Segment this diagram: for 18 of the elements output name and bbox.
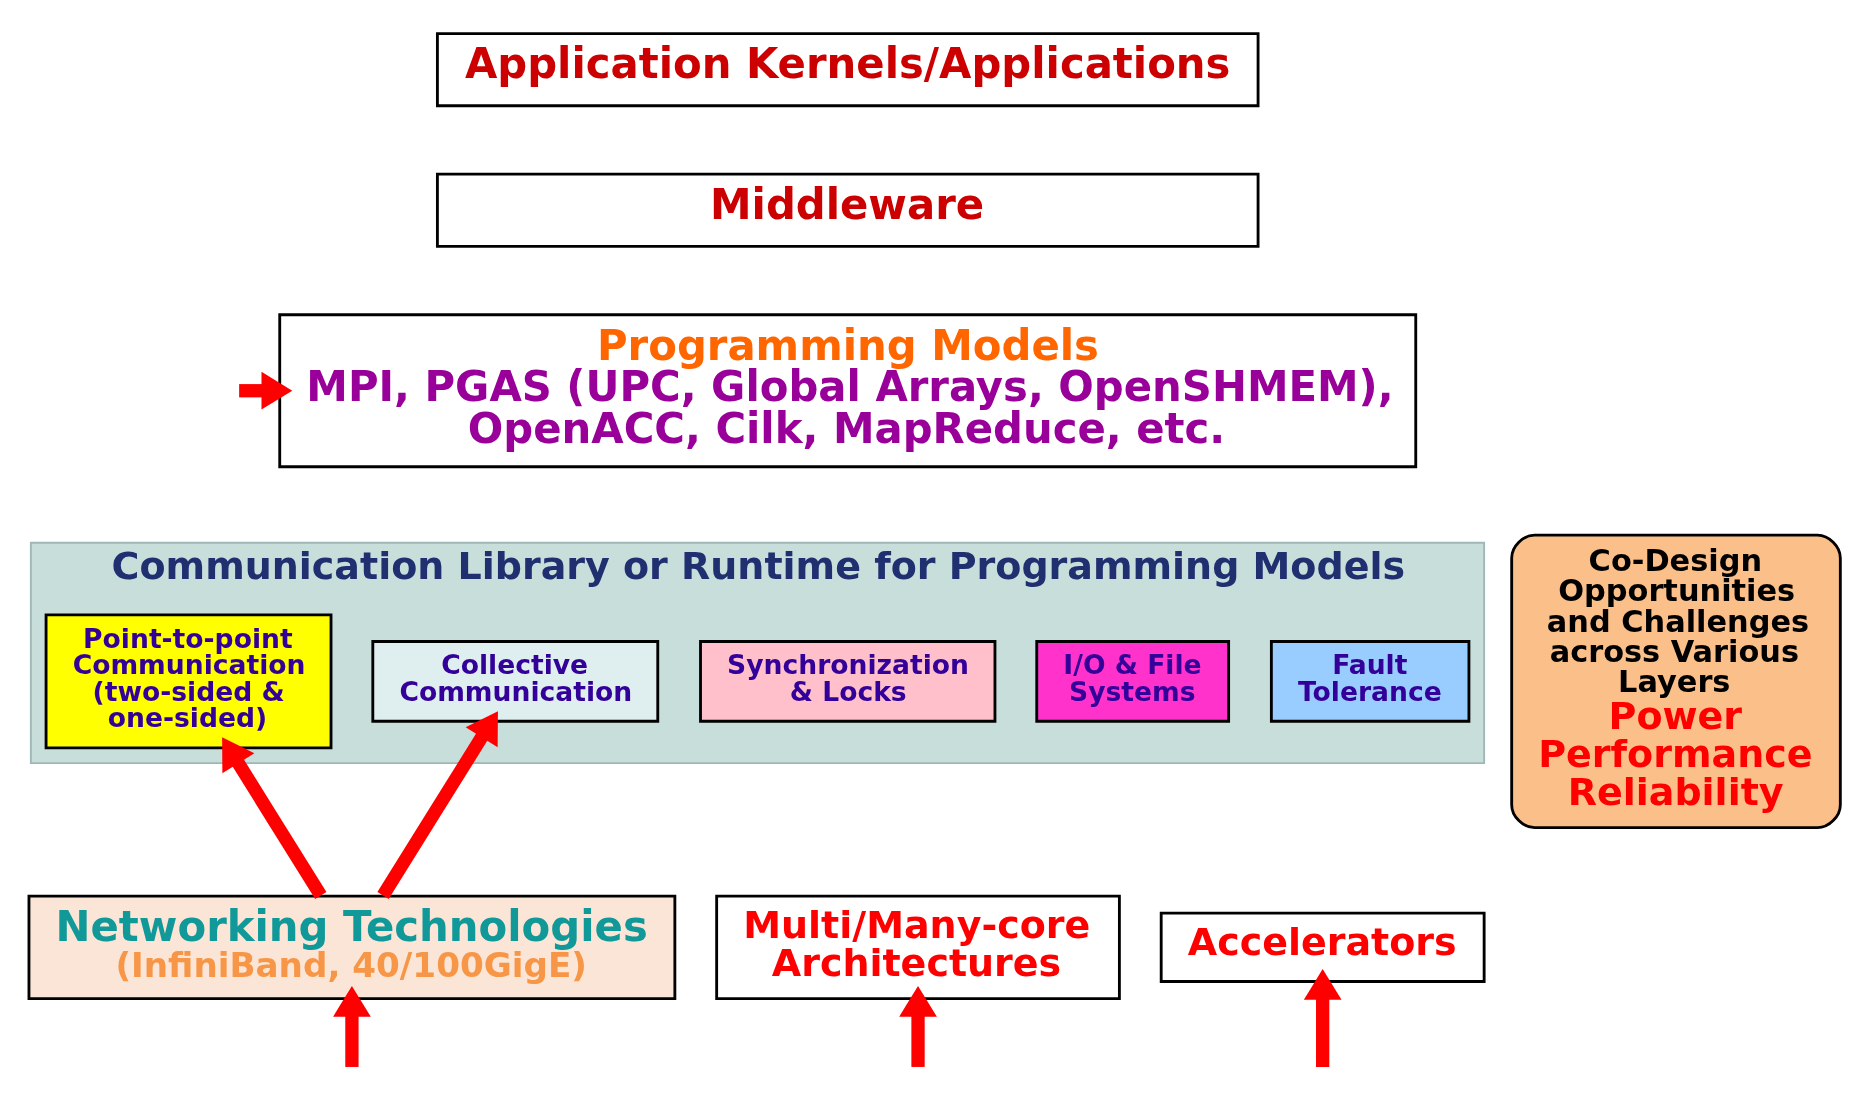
node-box: Synchronization & Locks [699, 639, 997, 723]
node-box: Application Kernels/Applications [435, 31, 1260, 107]
node-box: Point-to-point Communication (two-sided & one-sided) [44, 613, 333, 749]
arrow [239, 371, 293, 410]
node-box: Accelerators [1159, 911, 1486, 983]
arrow [333, 985, 371, 1067]
node-box: Programming Models MPI, PGAS (UPC, Global Arrays, OpenSHMEM), OpenACC, Cilk, MapReduce, etc. [278, 312, 1418, 468]
arrow [222, 736, 327, 899]
arrow [377, 710, 498, 899]
node-box: I/O & File Systems [1035, 639, 1231, 723]
node-box: Fault Tolerance [1269, 639, 1471, 723]
node-box: Co-Design Opportunities and Challenges across Various Layers Power Performance Reliability [1510, 533, 1842, 829]
node-box: Middleware [435, 172, 1260, 248]
node-box: Collective Communication [371, 639, 660, 723]
node-box: Networking Technologies (InfiniBand, 40/100GigE) [27, 894, 677, 1000]
arrow [1303, 968, 1342, 1067]
node-box: Multi/Many-core Architectures [715, 894, 1121, 1000]
arrow [899, 985, 937, 1067]
